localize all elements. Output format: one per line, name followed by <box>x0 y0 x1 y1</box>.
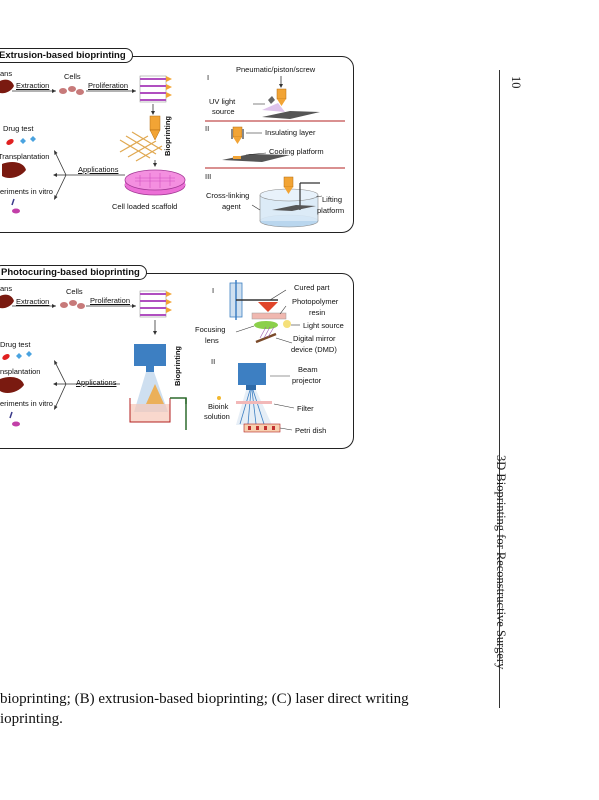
label-bioprinting-b: Bioprinting <box>163 116 194 158</box>
panel-title-extrusion: Extrusion-based bioprinting <box>0 48 133 63</box>
label-uv-source: source <box>212 107 235 116</box>
label-drug-test-b: Drug test <box>3 124 34 133</box>
label-photopolymer: Photopolymer <box>292 297 339 306</box>
label-pneumatic: Pneumatic/piston/screw <box>236 65 316 74</box>
label-beam: Beam <box>298 365 318 374</box>
label-cured-part: Cured part <box>294 283 330 292</box>
figure-caption-line-2: ioprinting. <box>0 711 63 727</box>
extrusion-nozzle-icon <box>149 115 161 141</box>
label-cooling: Cooling platform <box>269 147 324 156</box>
bioprinting-vertical-c: Bioprinting <box>173 346 182 386</box>
roman-ii-c: II <box>211 357 216 366</box>
roman-iii-b: III <box>205 172 212 181</box>
label-extraction-b: Extraction <box>16 81 50 90</box>
label-scaffold: Cell loaded scaffold <box>112 202 178 211</box>
label-organs-c: ans <box>0 284 13 293</box>
label-bioprinting-c: Bioprinting <box>173 344 204 388</box>
projector-bath-icon <box>129 344 187 430</box>
label-cells-b: Cells <box>64 72 81 81</box>
label-proliferation-b: Proliferation <box>88 81 129 90</box>
label-transplantation-b: Transplantation <box>0 152 50 161</box>
extrusion-illustration <box>0 75 345 228</box>
cell-loaded-scaffold-icon <box>124 169 186 196</box>
label-lens: lens <box>205 336 219 345</box>
label-agent: agent <box>222 202 241 211</box>
label-organs-b: ans <box>0 69 13 78</box>
photocuring-illustration <box>0 280 300 433</box>
label-filter: Filter <box>297 404 314 413</box>
figure-panel-photocuring <box>0 273 354 449</box>
crosslinking-bath-diagram <box>251 176 323 228</box>
figure-caption-line-1: bioprinting; (B) extrusion-based bioprin… <box>0 691 409 707</box>
beam-projector-diagram <box>217 363 295 433</box>
label-uv-light: UV light <box>209 97 236 106</box>
label-crosslinking: Cross-linking <box>206 191 250 200</box>
label-focusing: Focusing <box>195 325 226 334</box>
running-head-rule <box>499 70 500 708</box>
running-head: 3D Bioprinting for Reconstructive Surger… <box>494 455 508 670</box>
label-extraction-c: Extraction <box>16 297 50 306</box>
label-petri: Petri dish <box>295 426 327 435</box>
label-insulating: Insulating layer <box>265 128 316 137</box>
cells-icon-c <box>60 300 85 309</box>
label-dmd-2: device (DMD) <box>291 345 337 354</box>
label-cells-c: Cells <box>66 287 83 296</box>
label-experiments-b: eriments in vitro <box>0 187 53 196</box>
label-platform: platform <box>317 206 345 215</box>
dmd-diagram <box>229 280 300 344</box>
label-drug-test-c: Drug test <box>0 340 31 349</box>
label-proliferation-c: Proliferation <box>90 296 131 305</box>
cell-culture-stack-icon <box>139 75 172 103</box>
label-applications-c: Applications <box>76 378 117 387</box>
label-experiments-c: eriments in vitro <box>0 399 53 408</box>
drug-pill-icons <box>6 136 36 145</box>
label-lifting: Lifting <box>322 195 343 204</box>
label-applications-b: Applications <box>78 165 119 174</box>
lab-kit-icon <box>11 198 20 214</box>
page-number: 10 <box>509 76 523 89</box>
liver-icon <box>0 79 14 94</box>
cell-culture-stack-icon-c <box>139 290 172 318</box>
cells-icon <box>59 86 84 95</box>
liver-icon-c <box>0 294 14 309</box>
scaffold-lattice-icon <box>119 131 163 162</box>
roman-ii-b: II <box>205 124 210 133</box>
drug-pill-icons-c <box>2 351 32 360</box>
transplant-liver-icon-c <box>0 377 24 393</box>
label-projector: projector <box>292 376 322 385</box>
roman-i-c: I <box>212 286 215 295</box>
label-solution: solution <box>204 412 230 421</box>
label-light-source: Light source <box>303 321 344 330</box>
uv-extrusion-diagram <box>253 76 320 119</box>
lab-kit-icon-c <box>9 411 20 427</box>
label-transplantation-c: nsplantation <box>0 367 41 376</box>
label-dmd-1: Digital mirror <box>293 334 336 343</box>
transplant-liver-icon <box>2 162 26 178</box>
roman-i-b: I <box>207 73 210 82</box>
label-bioink: Bioink <box>208 402 229 411</box>
cooling-extrusion-diagram <box>222 126 290 162</box>
panel-title-photocuring: Photocuring-based bioprinting <box>0 265 147 280</box>
bioprinting-vertical-b: Bioprinting <box>163 116 172 156</box>
label-resin: resin <box>309 308 326 317</box>
